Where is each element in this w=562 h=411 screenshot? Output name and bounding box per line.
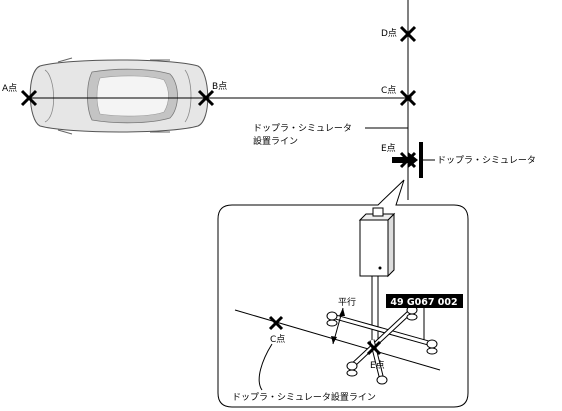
simulator-label: ドップラ・シミュレータ (437, 155, 536, 166)
install-line-label-2: 設置ライン (253, 135, 298, 147)
detail-install-line-label: ドップラ・シミュレータ設置ライン (232, 391, 376, 403)
detail-parallel-label: 平行 (338, 296, 356, 308)
point-c-mark (399, 89, 417, 107)
detail-install-line (234, 309, 441, 371)
install-line-label-1: ドップラ・シミュレータ (253, 123, 352, 134)
point-e-label: E点 (381, 143, 396, 154)
point-a-label: A点 (2, 83, 17, 94)
detail-point-e-mark (366, 340, 382, 356)
point-d-label: D点 (381, 28, 397, 39)
doppler-simulator-device (358, 207, 396, 340)
detail-point-c-label: C点 (270, 334, 285, 345)
point-d-mark (399, 25, 417, 43)
detail-callout-frame (217, 179, 469, 408)
detail-point-e-label: E点 (370, 360, 385, 371)
vehicle-top-view (29, 57, 209, 135)
detail-point-c-mark (268, 315, 284, 331)
part-number-badge (386, 294, 463, 308)
detail-install-line-leader (258, 343, 273, 391)
parallel-indicator (331, 307, 345, 345)
part-number-text: 49 G067 002 (390, 297, 457, 308)
simulator-symbol (392, 142, 435, 178)
point-b-mark (197, 89, 215, 107)
point-a-mark (20, 89, 38, 107)
point-b-label: B点 (212, 81, 227, 92)
point-c-label: C点 (381, 85, 396, 96)
simulator-stand-base (326, 305, 438, 385)
